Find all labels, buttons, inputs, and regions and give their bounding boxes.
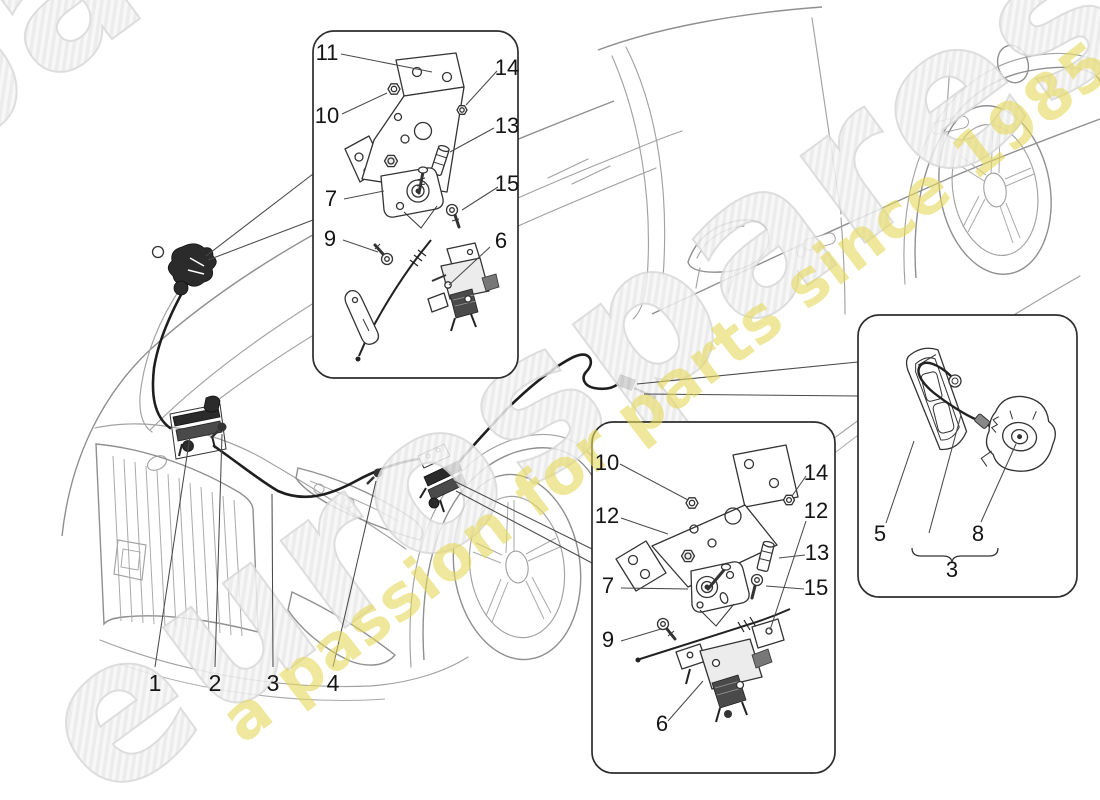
screw-15b (750, 573, 764, 600)
plate-7 (380, 166, 444, 229)
nut-10b (685, 497, 699, 509)
main-callouts: 1 2 3 4 (149, 670, 340, 696)
inset-a-parts: 11 14 10 13 7 15 9 6 (315, 40, 519, 362)
callout-7: 7 (325, 186, 337, 211)
screw-9 (373, 243, 394, 266)
inset-a-leaders (340, 53, 499, 286)
bracket-12 (732, 444, 799, 508)
fixing-bolt-4 (366, 468, 383, 485)
inset-c-leaders (885, 414, 1017, 563)
callout-2: 2 (209, 670, 222, 696)
inset-b-leaders (619, 463, 807, 722)
rear-wheel (903, 52, 1100, 285)
callout-3: 3 (267, 670, 280, 696)
callout-14: 14 (495, 55, 519, 80)
callout-10b: 10 (595, 450, 619, 475)
inset-b-parts: 10 14 12 12 13 7 15 9 6 (595, 444, 829, 736)
hood-latch-upper (151, 243, 217, 296)
license-plate (113, 539, 147, 581)
screw-9b (656, 617, 677, 641)
callout-12-right: 12 (804, 498, 828, 523)
screw-15 (445, 203, 461, 229)
nut-10 (387, 83, 401, 95)
callout-3-group: 3 (946, 557, 958, 582)
headlight (295, 467, 424, 541)
cable-connector (615, 374, 636, 391)
actuator-8 (980, 395, 1056, 472)
fixing-bolt-2 (210, 422, 227, 439)
callout-13b: 13 (805, 540, 829, 565)
callout-6b: 6 (656, 711, 668, 736)
hood-latch-front (169, 395, 227, 460)
callout-5: 5 (874, 521, 886, 546)
stud-13 (430, 144, 450, 177)
callout-13: 13 (495, 113, 519, 138)
callout-10: 10 (315, 103, 339, 128)
callout-15b: 15 (804, 575, 828, 600)
callout-12-left: 12 (595, 503, 619, 528)
callout-8: 8 (972, 521, 984, 546)
group-brace (911, 547, 999, 563)
callout-14b: 14 (804, 460, 828, 485)
inset-box-handle (857, 314, 1078, 598)
latch-assembly-6 (427, 242, 500, 332)
callout-9: 9 (324, 226, 336, 251)
door-handle-rear (795, 232, 836, 259)
release-cable-b (635, 608, 791, 663)
stud-13b (756, 540, 775, 573)
callout-6: 6 (495, 228, 507, 253)
callout-4: 4 (327, 670, 340, 696)
hood-latch-side (417, 443, 467, 513)
callout-11: 11 (316, 40, 339, 65)
nut-14 (456, 105, 468, 115)
release-cable-a (344, 239, 432, 362)
callout-9b: 9 (602, 627, 614, 652)
fuel-cap (996, 44, 1030, 84)
leader-lines (154, 173, 859, 668)
nut-14b (782, 494, 796, 506)
plate-7b (690, 561, 750, 627)
side-mirror (687, 219, 770, 293)
callout-15: 15 (495, 171, 519, 196)
callout-7b: 7 (602, 573, 614, 598)
inset-c-parts: 5 8 3 (874, 347, 1056, 582)
door-handle-front (930, 115, 969, 135)
latch-assembly-6b (675, 618, 785, 723)
release-cable-c (917, 361, 976, 421)
callout-1: 1 (149, 670, 162, 696)
front-grille (95, 443, 259, 637)
